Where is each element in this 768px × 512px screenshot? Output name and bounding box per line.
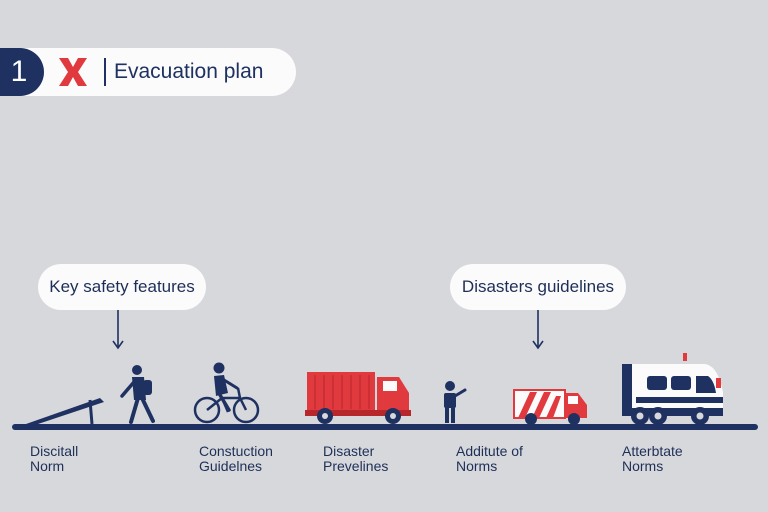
timeline-label: Constuction Guidelnes [199, 443, 273, 474]
timeline-label: Atterbtate Norms [622, 443, 683, 474]
timeline-ground-line [12, 424, 758, 430]
page-title: Evacuation plan [114, 60, 264, 83]
step-number-badge: 1 [0, 48, 44, 96]
timeline-label: Disaster Prevelines [323, 443, 389, 474]
section-header: 1 Evacuation plan [0, 48, 296, 96]
timeline-label: Discitall Norm [30, 443, 79, 474]
dump-truck-icon [305, 372, 411, 424]
ambulance-icon [513, 389, 587, 425]
down-arrow-icon [112, 310, 124, 350]
person-with-ramp-icon [26, 365, 155, 426]
header-divider [104, 58, 106, 86]
cyclist-icon [193, 362, 260, 424]
emergency-van-icon [622, 353, 723, 425]
timeline-scene [12, 353, 758, 430]
person-pointing-icon [444, 381, 467, 423]
callout-key-safety-features: Key safety features [38, 264, 206, 310]
callout-disasters-guidelines: Disasters guidelines [450, 264, 626, 310]
timeline-label: Additute of Norms [456, 443, 523, 474]
down-arrow-icon [532, 310, 544, 350]
x-icon [56, 56, 90, 88]
